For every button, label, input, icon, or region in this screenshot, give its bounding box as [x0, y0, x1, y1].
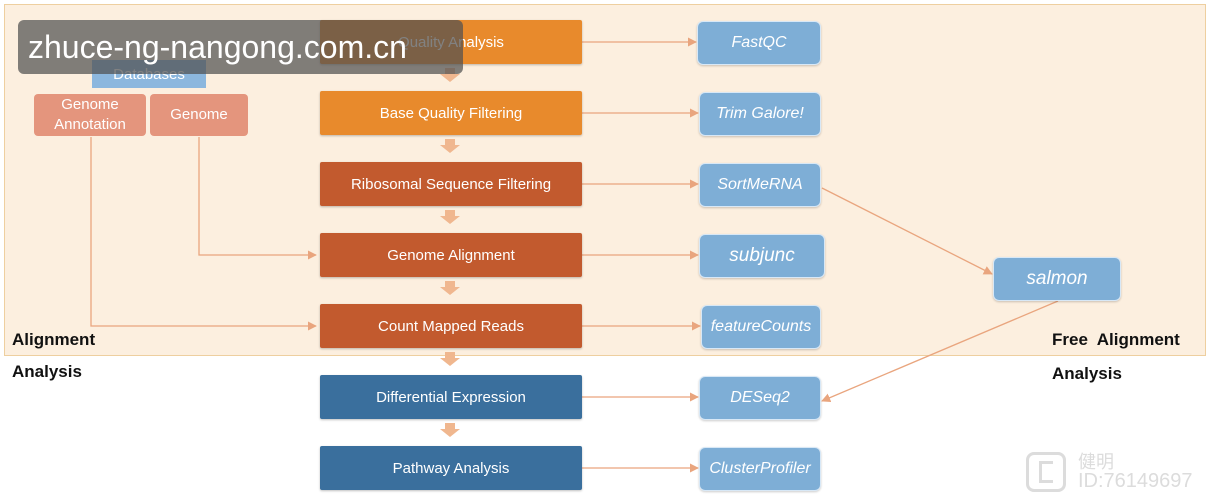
- step-ribosomal-sequence-filtering: Ribosomal Sequence Filtering: [320, 162, 582, 206]
- flow-arrow-4: [440, 281, 460, 295]
- connector-genome-alignment: [198, 137, 317, 260]
- tool-fastqc: FastQC: [697, 21, 821, 65]
- label-alignment: Alignment: [12, 330, 96, 349]
- step-differential-expression: Differential Expression: [320, 375, 582, 419]
- tool-trim-galore: Trim Galore!: [699, 92, 821, 136]
- step-pathway-analysis: Pathway Analysis: [320, 446, 582, 490]
- flow-arrow-5: [440, 352, 460, 366]
- step-count-mapped-reads: Count Mapped Reads: [320, 304, 582, 348]
- connector-salmon-deseq2: [821, 300, 1059, 402]
- label-free-alignment-analysis: Analysis: [1052, 364, 1122, 383]
- watermark-logo-icon: [1026, 452, 1066, 492]
- genome-annotation-box: Genome Annotation: [34, 94, 146, 136]
- connector-annotation-count: [90, 137, 317, 331]
- step-base-quality-filtering: Base Quality Filtering: [320, 91, 582, 135]
- author-watermark: 健明 ID:76149697: [1026, 446, 1222, 498]
- label-alignment-analysis: Analysis: [12, 362, 82, 381]
- tool-sortmerna: SortMeRNA: [699, 163, 821, 207]
- watermark-id: ID:76149697: [1078, 470, 1193, 492]
- label-free-alignment: Free Alignment: [1052, 330, 1180, 349]
- site-watermark: zhuce-ng-nangong.com.cn: [18, 20, 463, 74]
- tool-salmon: salmon: [993, 257, 1121, 301]
- tool-subjunc: subjunc: [699, 234, 825, 278]
- flow-arrow-6: [440, 423, 460, 437]
- connector-sortmerna-salmon: [821, 187, 993, 275]
- tool-featurecounts: featureCounts: [701, 305, 821, 349]
- tool-clusterprofiler: ClusterProfiler: [699, 447, 821, 491]
- watermark-name: 健明: [1078, 452, 1114, 472]
- step-genome-alignment: Genome Alignment: [320, 233, 582, 277]
- genome-box: Genome: [150, 94, 248, 136]
- flow-arrow-3: [440, 210, 460, 224]
- tool-deseq2: DESeq2: [699, 376, 821, 420]
- flow-arrow-2: [440, 139, 460, 153]
